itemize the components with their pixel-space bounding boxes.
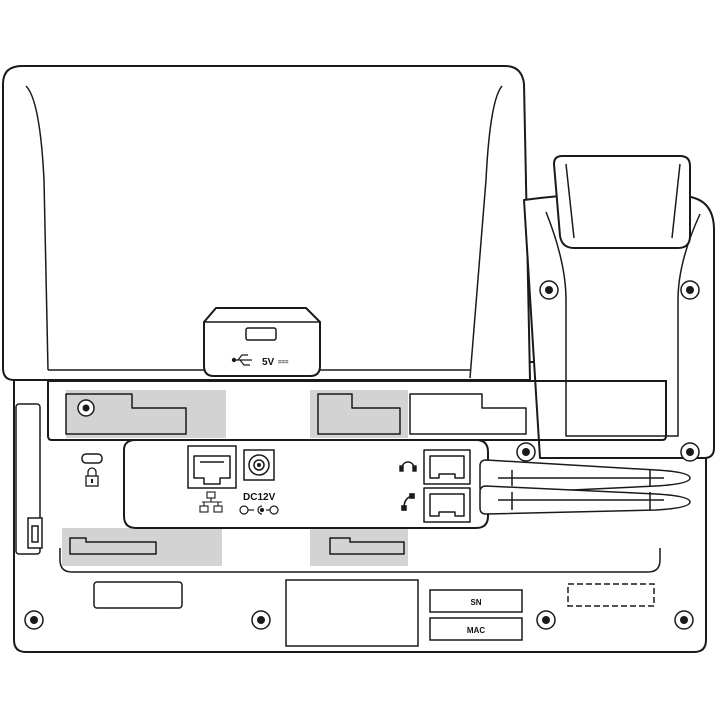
screw-icon <box>680 280 700 300</box>
dc-power-jack-pin <box>257 463 261 467</box>
mount-clip-area-top-center <box>310 390 408 438</box>
bottom-tray-contour <box>59 548 661 573</box>
serial-number-plate <box>429 589 523 613</box>
wall-mount-slot-bottom-center <box>329 537 405 555</box>
bottom-label-recess <box>285 579 419 647</box>
usb-port <box>245 327 277 341</box>
usb-current-symbol: === <box>278 360 289 366</box>
screw-icon <box>680 442 700 462</box>
mount-clip-area-top-left <box>66 390 226 438</box>
handset-icon <box>401 493 415 511</box>
screw-icon <box>536 610 556 630</box>
usb-voltage-label: 5V <box>262 357 275 368</box>
cable-channel-upper-inner <box>498 470 664 486</box>
handset-cradle <box>553 155 691 249</box>
serial-number-label: SN <box>470 598 481 607</box>
wall-mount-slot-left <box>65 393 187 435</box>
usb-icon <box>231 354 252 366</box>
mac-address-label: MAC <box>467 626 485 635</box>
bottom-recess-right <box>567 583 655 607</box>
wall-mount-slot-center <box>317 393 401 435</box>
cable-channel-lower-inner <box>498 492 664 510</box>
handset-jack <box>423 487 471 523</box>
left-side-slot-tab-inner <box>31 525 39 543</box>
upper-slot-bar <box>47 380 667 441</box>
screw-icon <box>251 610 271 630</box>
wall-mount-slot-bottom-left <box>69 537 157 555</box>
handset-cradle-inner <box>565 163 681 239</box>
wall-mount-slot-right <box>409 393 527 435</box>
screen-panel-inner-right <box>469 85 503 379</box>
dc-polarity-icon <box>239 505 279 515</box>
bottom-recess-left <box>93 581 183 609</box>
ethernet-icon <box>199 491 223 513</box>
screw-icon <box>516 442 536 462</box>
headset-jack <box>423 449 471 485</box>
ethernet-port <box>193 455 231 485</box>
left-side-slot <box>15 403 41 555</box>
screw-icon <box>539 280 559 300</box>
stand-inner-contour <box>545 211 701 437</box>
lock-icon <box>85 467 99 487</box>
screw-icon <box>77 399 95 417</box>
mac-address-plate <box>429 617 523 641</box>
screen-panel-inner-left <box>25 85 49 371</box>
screen-back-panel <box>2 65 531 381</box>
ethernet-port-frame <box>187 445 237 489</box>
security-slot <box>81 453 103 464</box>
screw-icon <box>674 610 694 630</box>
headset-icon <box>399 461 417 472</box>
power-input-label: DC12V <box>243 492 276 503</box>
screw-icon <box>24 610 44 630</box>
mount-clip-area-bottom-left <box>62 528 222 566</box>
mount-clip-area-bottom-center <box>310 528 408 566</box>
